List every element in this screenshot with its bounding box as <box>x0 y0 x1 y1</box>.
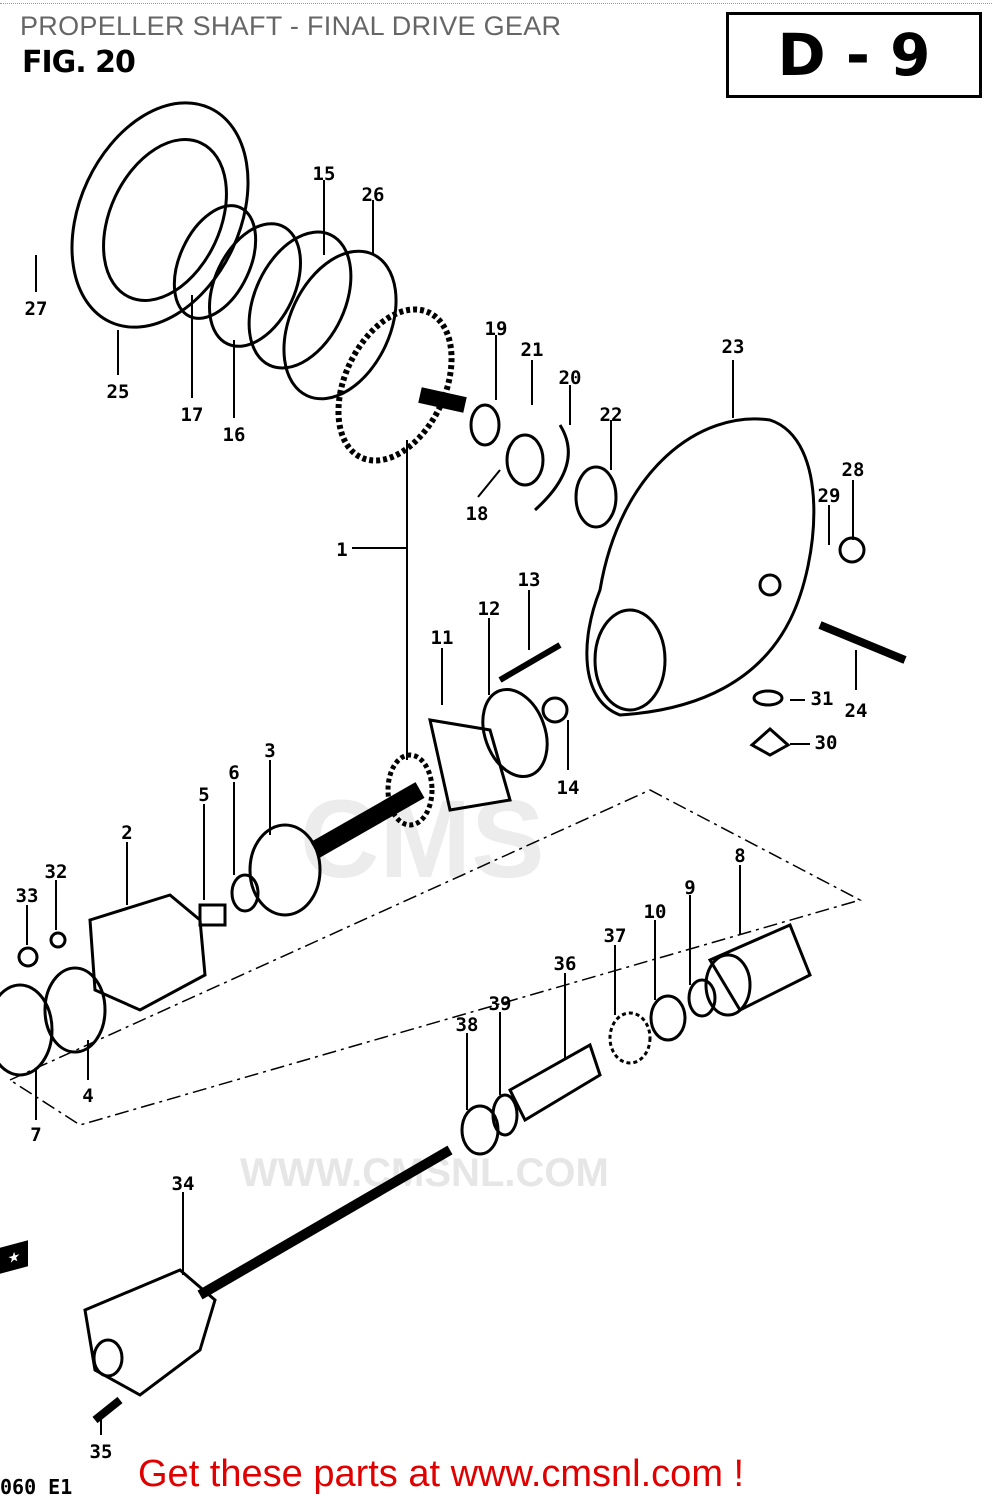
part-number-label: 22 <box>599 404 623 426</box>
watermark-url: WWW.CMSNL.COM <box>240 1151 609 1195</box>
part-number-label: 37 <box>603 925 627 947</box>
part-number-label: 23 <box>721 336 745 358</box>
part-number-label: 6 <box>228 762 240 784</box>
part-number-label: 36 <box>553 953 577 975</box>
model-code: 060 E1 <box>0 1475 73 1499</box>
part-number-label: 18 <box>465 503 489 525</box>
part-number-label: 8 <box>734 845 746 867</box>
part-number-label: 10 <box>643 901 667 923</box>
part-number-label: 30 <box>814 732 838 754</box>
part-number-label: 29 <box>817 485 841 507</box>
part-number-label: 12 <box>477 598 501 620</box>
part-number-label: 4 <box>82 1085 94 1107</box>
bearing-18 <box>505 433 545 487</box>
universal-joint <box>83 1268 217 1397</box>
part-number-label: 26 <box>361 184 385 206</box>
ring-16 <box>208 222 302 348</box>
part-number-label: 13 <box>517 569 541 591</box>
part-number-label: 28 <box>841 459 865 481</box>
part-number-label: 15 <box>312 163 336 185</box>
ring-17 <box>172 204 258 320</box>
part-number-label: 14 <box>556 777 580 799</box>
part-number-label: 39 <box>488 993 512 1015</box>
part-number-label: 27 <box>24 298 48 320</box>
part-number-label: 24 <box>844 700 868 722</box>
propeller-shaft <box>197 1145 453 1300</box>
cta-link[interactable]: Get these parts at www.cmsnl.com ! <box>138 1453 745 1495</box>
part-number-label: 7 <box>30 1124 42 1146</box>
part-number-label: 25 <box>106 381 130 403</box>
part-number-label: 3 <box>264 740 276 762</box>
top-dotted-border <box>0 3 992 4</box>
part-number-label: 16 <box>222 424 246 446</box>
part-number-label: 2 <box>121 822 133 844</box>
part-number-label: 34 <box>171 1173 195 1195</box>
part-number-label: 31 <box>810 688 834 710</box>
figure-number: FIG. 20 <box>22 45 136 80</box>
part-number-label: 5 <box>198 784 210 806</box>
part-number-label: 33 <box>15 885 39 907</box>
section-code-box: D - 9 <box>726 12 982 98</box>
part-number-label: 1 <box>336 539 348 561</box>
part-number-label: 38 <box>455 1014 479 1036</box>
part-number-label: 11 <box>430 627 454 649</box>
bearing-3 <box>248 823 322 917</box>
part-number-label: 21 <box>520 339 544 361</box>
bearing-case-2 <box>88 893 207 1012</box>
coupling-8 <box>707 923 812 1012</box>
part-number-label: 35 <box>89 1441 113 1463</box>
seal-22 <box>574 465 618 529</box>
bearing-15 <box>247 230 353 370</box>
part-number-label: 19 <box>484 318 508 340</box>
part-number-label: 9 <box>684 877 696 899</box>
part-number-label: 32 <box>44 861 68 883</box>
cover-plate <box>70 101 250 329</box>
part-number-label: 17 <box>180 404 204 426</box>
gear-housing <box>585 417 816 717</box>
diagram-title: PROPELLER SHAFT - FINAL DRIVE GEAR <box>20 11 562 41</box>
oring-26 <box>282 249 398 401</box>
part-number-label: 20 <box>558 367 582 389</box>
